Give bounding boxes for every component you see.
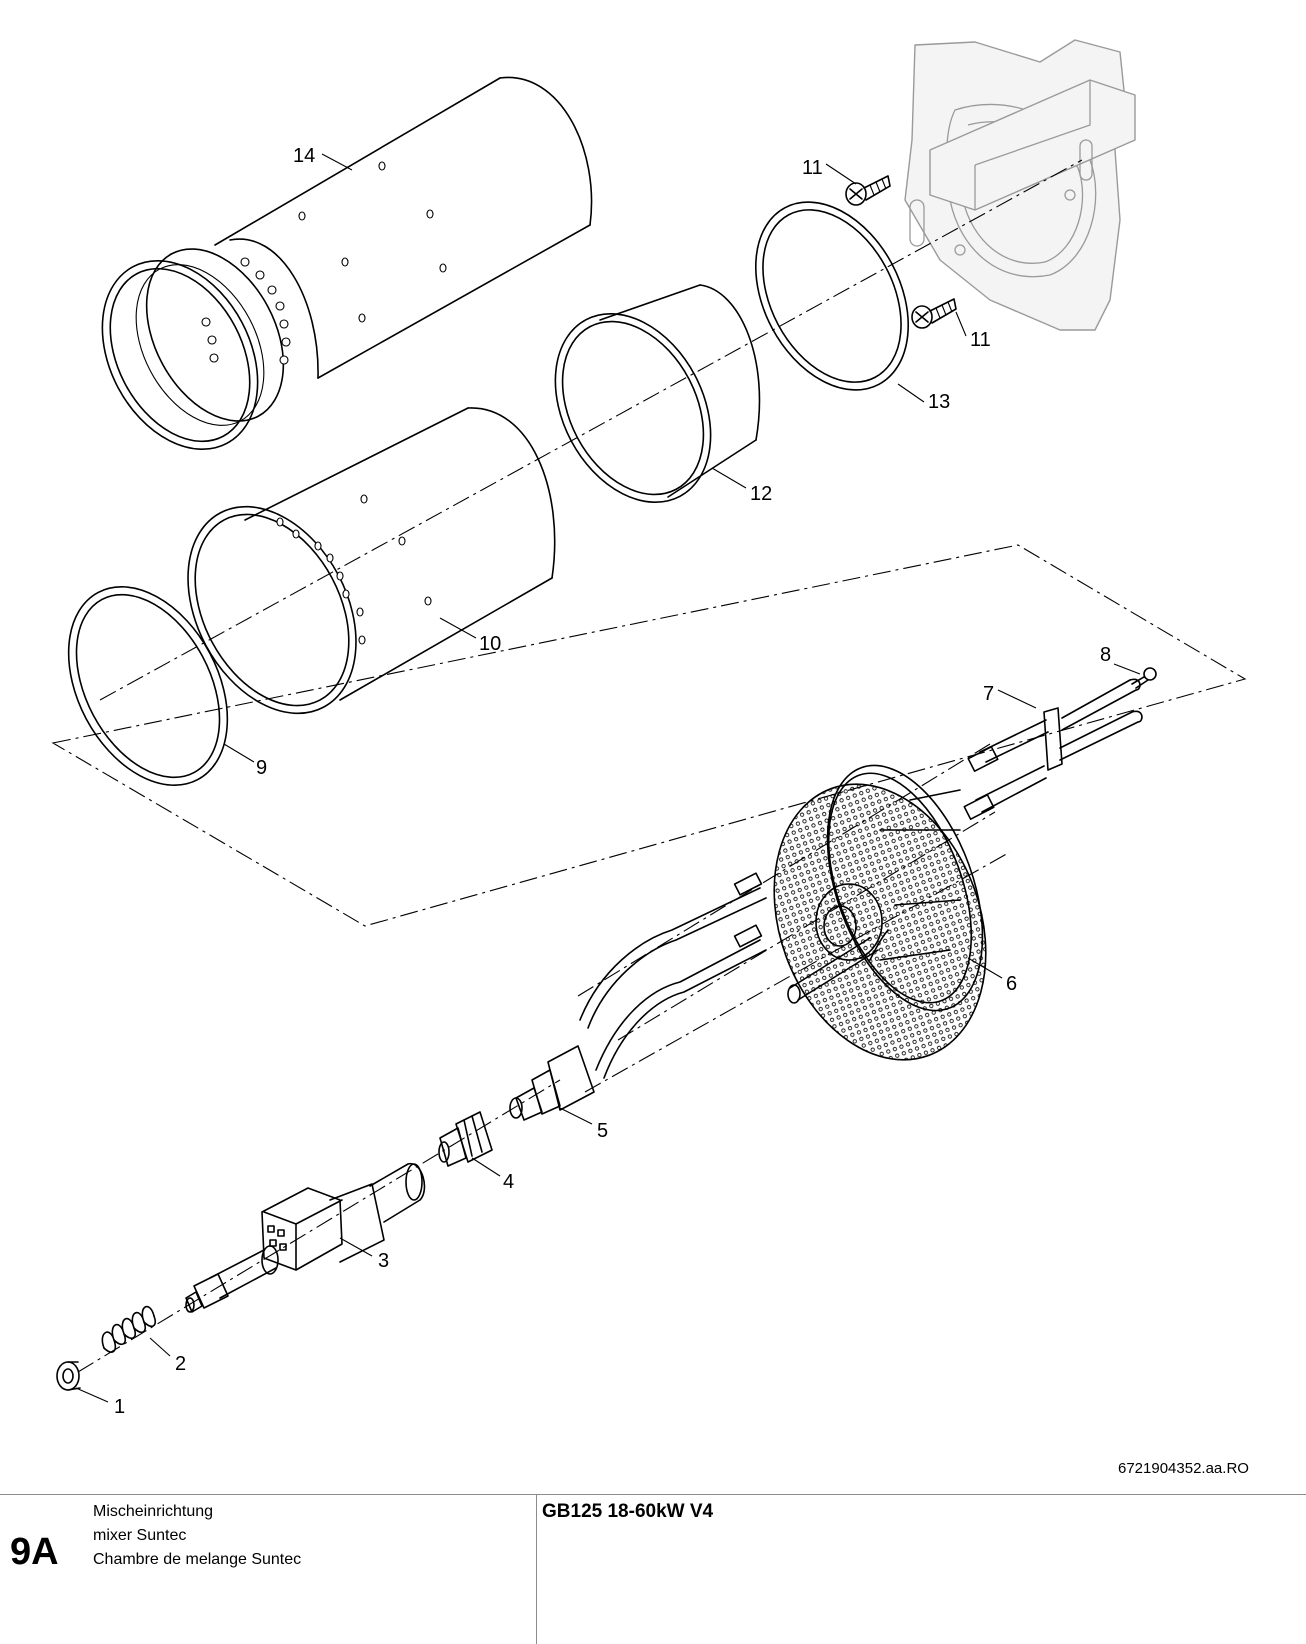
callout-1: 1 (114, 1396, 125, 1418)
callout-labels: 1 2 3 4 5 6 7 8 9 10 11 11 12 13 14 (114, 145, 1111, 1418)
spring-2 (101, 1305, 157, 1353)
part-group-name-fr: Chambre de melange Suntec (93, 1551, 302, 1568)
callout-11-lower: 11 (970, 329, 991, 351)
callout-2: 2 (175, 1353, 186, 1375)
callout-9: 9 (256, 757, 267, 779)
leader-lines (75, 153, 1141, 1403)
callout-13: 13 (928, 391, 950, 413)
ignition-cables (579, 872, 767, 1079)
mixing-tube-10 (187, 407, 556, 715)
nozzle-holder-4 (438, 1111, 493, 1167)
flame-tube-14 (101, 76, 593, 451)
callout-7: 7 (983, 683, 994, 705)
centre-lines (51, 159, 1247, 1373)
callout-5: 5 (597, 1120, 608, 1142)
preheater-3 (185, 1163, 426, 1313)
part-group-name-en: mixer Suntec (93, 1527, 187, 1544)
callout-3: 3 (378, 1250, 389, 1272)
nozzle-5 (509, 1045, 595, 1121)
callout-4: 4 (503, 1171, 514, 1193)
screw-11-upper (845, 175, 891, 206)
callout-11-upper: 11 (802, 157, 823, 179)
burner-housing-ghost (904, 39, 1136, 331)
callout-10: 10 (479, 633, 501, 655)
footer-divider (536, 1495, 537, 1644)
screw-8 (1131, 667, 1157, 689)
sleeve-12 (554, 284, 761, 504)
model-designation: GB125 18-60kW V4 (542, 1501, 714, 1522)
gasket-ring-13 (754, 201, 910, 391)
callout-8: 8 (1100, 644, 1111, 666)
footer-title-block: 9A Mischeinrichtung mixer Suntec Chambre… (0, 1494, 1306, 1644)
part-group-name-de: Mischeinrichtung (93, 1503, 214, 1520)
baffle-plate-6 (773, 764, 987, 1061)
screw-11-lower (911, 298, 957, 329)
exploded-parts-diagram: 1 2 3 4 5 6 7 8 9 10 11 11 12 13 14 (51, 39, 1247, 1418)
callout-6: 6 (1006, 973, 1017, 995)
part-group-names: Mischeinrichtung mixer Suntec Chambre de… (93, 1500, 301, 1572)
ignition-electrodes-7 (963, 678, 1143, 820)
section-number: 9A (10, 1531, 59, 1573)
callout-14: 14 (293, 145, 315, 167)
gasket-ring-9 (67, 586, 229, 786)
callout-12: 12 (750, 483, 772, 505)
washer-1 (56, 1361, 81, 1391)
drawing-reference-number: 6721904352.aa.RO (1118, 1460, 1249, 1477)
